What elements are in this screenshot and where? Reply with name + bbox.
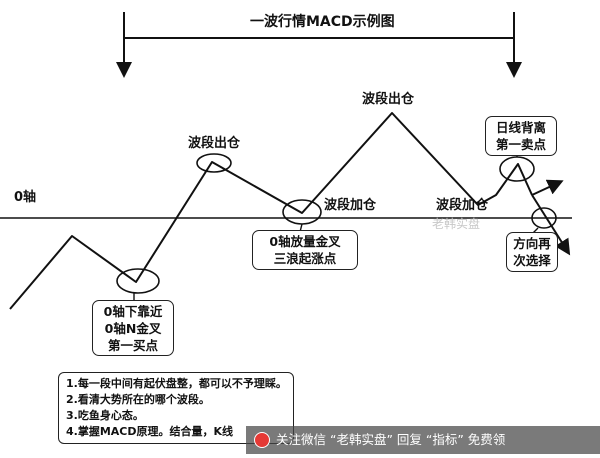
box-golden-cross: 0轴放量金叉 三浪起涨点	[252, 230, 358, 270]
label-add-2: 波段加仓	[436, 198, 489, 213]
box-first-buy: 0轴下靠近 0轴N金叉 第一买点	[92, 300, 174, 356]
box-first-sell-line-1: 日线背离	[495, 120, 546, 135]
footer-banner: 关注微信 “老韩实盘” 回复 “指标” 免费领	[246, 426, 600, 454]
box-first-buy-line-3: 第一买点	[107, 338, 158, 353]
box-first-sell-line-2: 第一卖点	[495, 137, 546, 152]
label-add-1: 波段加仓	[324, 198, 377, 213]
box-first-buy-line-2: 0轴N金叉	[104, 321, 162, 336]
box-golden-cross-line-2: 三浪起涨点	[273, 251, 337, 266]
note-4: 4.掌握MACD原理。结合量，K线	[66, 425, 234, 438]
ellipse-direction	[531, 207, 557, 229]
ellipse-exit-1	[196, 153, 232, 173]
box-direction: 方向再 次选择	[506, 232, 558, 272]
label-exit-2: 波段出仓	[362, 92, 415, 107]
direction-up-arrow	[531, 179, 564, 196]
direction-down-arrow	[531, 194, 571, 256]
ellipse-first-buy	[116, 268, 160, 294]
watermark: 老韩实盘	[432, 217, 481, 231]
footer-text: 关注微信 “老韩实盘” 回复 “指标” 免费领	[276, 432, 506, 447]
diagram-title: 一波行情MACD示例图	[250, 14, 395, 30]
box-direction-line-2: 次选择	[513, 253, 551, 268]
box-first-sell: 日线背离 第一卖点	[485, 116, 557, 156]
box-first-buy-line-1: 0轴下靠近	[103, 304, 163, 319]
zero-axis-label: 0轴	[14, 190, 37, 205]
box-direction-line-1: 方向再	[513, 236, 551, 251]
note-1: 1.每一段中间有起伏盘整，都可以不予理睬。	[66, 377, 287, 390]
note-2: 2.看清大势所在的哪个波段。	[66, 393, 210, 406]
wechat-logo-icon	[254, 432, 270, 448]
note-3: 3.吃鱼身心态。	[66, 409, 144, 422]
box-golden-cross-line-1: 0轴放量金叉	[269, 234, 341, 249]
ellipse-first-sell	[499, 156, 535, 182]
label-exit-1: 波段出仓	[188, 136, 241, 151]
